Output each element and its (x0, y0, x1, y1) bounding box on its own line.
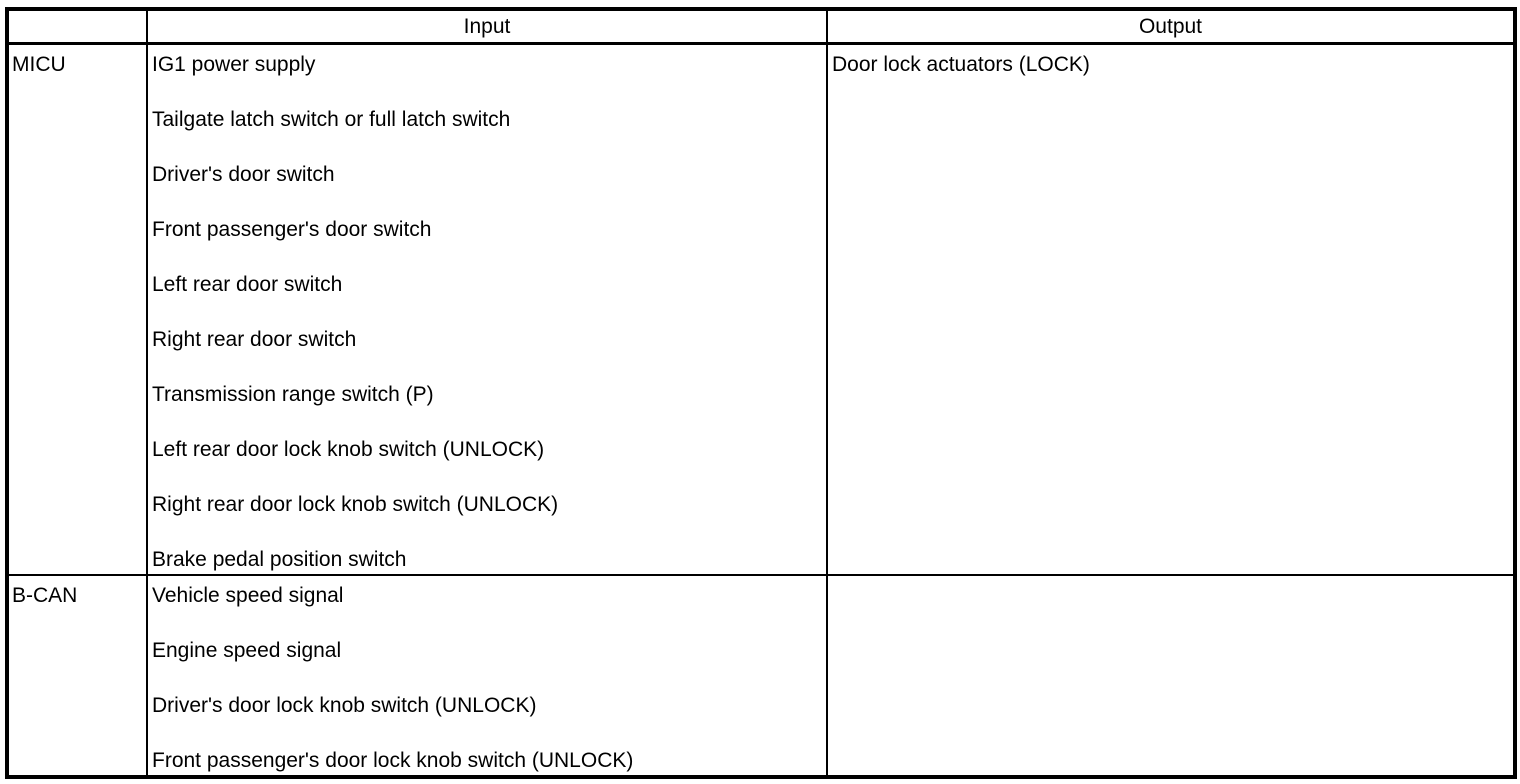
input-item: Engine speed signal (152, 639, 342, 662)
input-item: Right rear door switch (152, 328, 357, 351)
row-label: MICU (6, 42, 148, 576)
input-column-header: Input (146, 8, 828, 45)
corner-cell (6, 8, 148, 45)
input-item: Left rear door switch (152, 273, 343, 296)
row-label: B-CAN (6, 574, 148, 778)
input-item: Front passenger's door switch (152, 218, 432, 241)
input-item: Driver's door switch (152, 163, 335, 186)
input-item: Left rear door lock knob switch (UNLOCK) (152, 438, 545, 461)
output-column-header: Output (826, 8, 1516, 45)
output-cell: Door lock actuators (LOCK) (826, 42, 1516, 576)
input-item: IG1 power supply (152, 53, 316, 76)
input-item: Transmission range switch (P) (152, 383, 434, 406)
output-item: Door lock actuators (LOCK) (832, 53, 1090, 76)
output-cell (826, 574, 1516, 778)
input-item: Right rear door lock knob switch (UNLOCK… (152, 493, 559, 516)
input-item: Brake pedal position switch (152, 548, 407, 571)
input-item: Tailgate latch switch or full latch swit… (152, 108, 511, 131)
input-item: Front passenger's door lock knob switch … (152, 749, 634, 772)
input-item: Driver's door lock knob switch (UNLOCK) (152, 694, 537, 717)
input-item: Vehicle speed signal (152, 584, 344, 607)
header-row: Input Output (6, 8, 1516, 45)
